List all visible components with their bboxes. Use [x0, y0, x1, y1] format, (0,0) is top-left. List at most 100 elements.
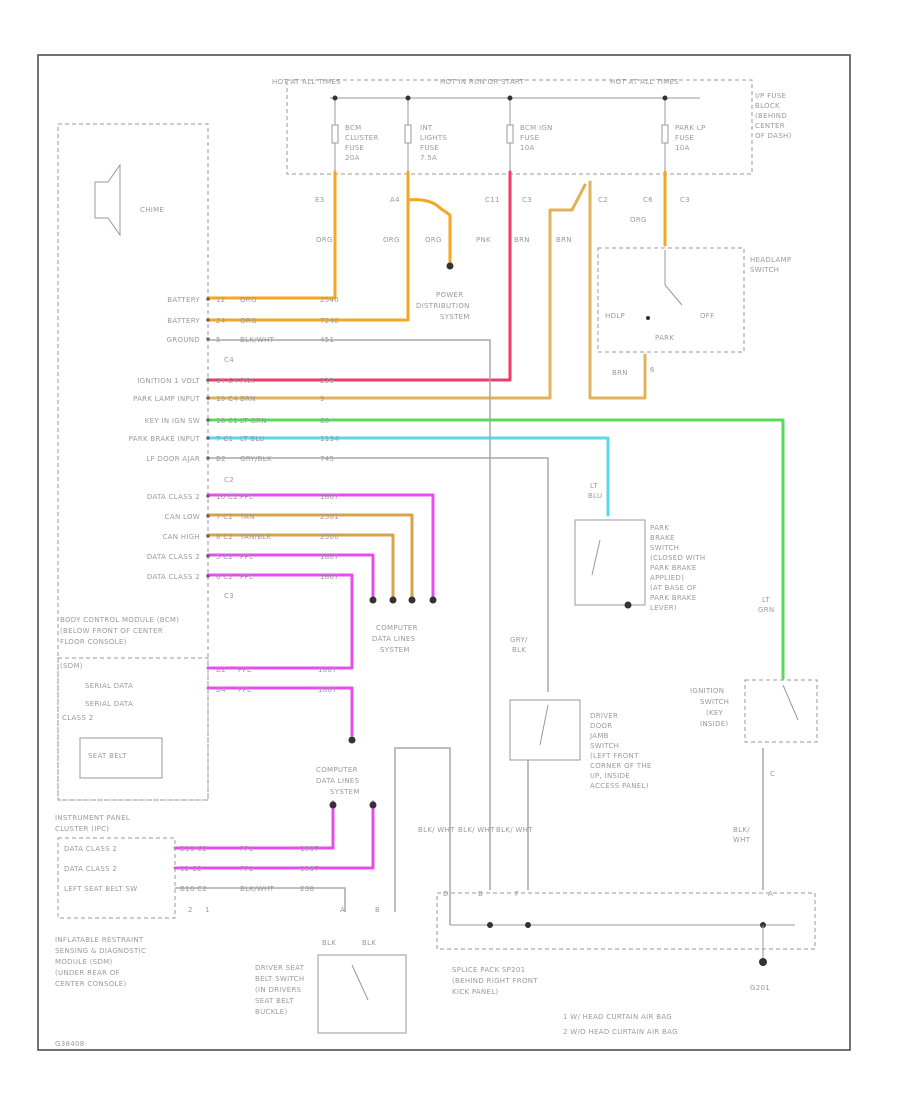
wire-tan-can-low: [206, 513, 414, 600]
wire-label-org4: ORG: [630, 216, 647, 224]
bcm-pin-color-6: LT BLU: [240, 435, 265, 443]
conn-c11: C11: [485, 196, 500, 204]
footer-code: G38408: [55, 1040, 85, 1048]
ground-g201: G201: [750, 984, 770, 992]
bcm-pin-number-1: 24: [216, 317, 226, 325]
wire-ppl-data1: [206, 493, 435, 600]
park-brake-3: SWITCH: [650, 544, 679, 552]
bcm-pin-color-12: PPL: [240, 573, 253, 581]
door-jamb-switch: DRIVER DOOR JAMB SWITCH (LEFT FRONT CORN…: [509, 699, 651, 790]
bcm-pin-number-9: 7 C2: [216, 513, 233, 521]
wire-ppl-data2: [206, 553, 375, 600]
park-brake-1: PARK: [650, 524, 669, 532]
bcm-pin-terminal-5: [206, 418, 210, 422]
sdm-label-4: (UNDER REAR OF: [55, 969, 120, 977]
fuse2-line2: LIGHTS: [420, 134, 447, 142]
sdm-label-2: SENSING & DIAGNOSTIC: [55, 947, 146, 955]
fuse4-line1: PARK LP: [675, 124, 705, 132]
headlamp-pin: 6: [650, 366, 655, 374]
conn-c3b: C3: [680, 196, 690, 204]
hot-all-times-label-2: HOT AT ALL TIMES: [610, 78, 679, 86]
seat-belt-pin-a: A: [340, 906, 345, 914]
fuse3-line2: FUSE: [520, 134, 539, 142]
computer-data-lines-2: COMPUTER DATA LINES SYSTEM: [316, 766, 377, 809]
fuse3-line3: 10A: [520, 144, 535, 152]
wire-ppl-data3: [206, 573, 354, 670]
bcm-conn-c3: C3: [224, 592, 234, 600]
fuse-bcm-cluster: BCM CLUSTER FUSE 20A: [331, 95, 379, 172]
ipc-num-2: 2: [188, 906, 193, 914]
seat-belt-wire-2: BLK: [362, 939, 376, 947]
bcm-pin-color-1: ORG: [240, 317, 257, 325]
bcm-pin-circuit-9: 2501: [320, 513, 339, 521]
bcm-pin-terminal-0: [206, 297, 210, 301]
bcm-conn-c4: C4: [224, 356, 234, 364]
fuse-int-lights: INT LIGHTS FUSE 7.5A: [404, 95, 447, 172]
ipc-row-pin-2: B16 C2: [180, 885, 207, 893]
diagram-frame: [37, 54, 851, 1051]
sdm-label-1: INFLATABLE RESTRAINT: [55, 936, 144, 944]
wire-label-org1: ORG: [316, 236, 333, 244]
fuse-block-outline: [286, 79, 753, 175]
splice-label-1: SPLICE PACK SP201: [452, 966, 525, 974]
conn-e3: E3: [315, 196, 324, 204]
ipc-row-color-2: BLK/WHT: [240, 885, 275, 893]
bcm-pin-number-2: 5: [216, 336, 221, 344]
bcm-pin-label-12: DATA CLASS 2: [147, 573, 200, 581]
wire-org-power-dist: [406, 198, 452, 267]
bcm-pin-terminal-9: [206, 514, 210, 518]
ipc-row-label-2: LEFT SEAT BELT SW: [64, 885, 137, 893]
bcm-pin-terminal-11: [206, 554, 210, 558]
bcm-pin-color-7: GRY/BLK: [240, 455, 272, 463]
park-brake-9: LEVER): [650, 604, 677, 612]
bcm-pin-color-9: TAN: [239, 513, 255, 521]
bcm-pin-number-3: 14 C4: [216, 377, 238, 385]
conn-c6: C6: [643, 196, 653, 204]
fuse1-line1: BCM: [345, 124, 362, 132]
bcm-pin-terminal-8: [206, 494, 210, 498]
ign-switch-1: IGNITION: [690, 687, 724, 695]
bcm-label-2: (BELOW FRONT OF CENTER: [60, 627, 163, 635]
splice-wire-1: BLK/ WHT: [418, 826, 455, 834]
park-brake-8: PARK BRAKE: [650, 594, 696, 602]
bcm-pin-label-5: KEY IN IGN SW: [145, 417, 200, 425]
splice-wire-2: BLK/ WHT: [458, 826, 495, 834]
bcm-pin-number-6: 7 C1: [216, 435, 233, 443]
wire-brn-headlamp: [588, 180, 647, 400]
bcm-pin-terminal-1: [206, 318, 210, 322]
park-brake-switch: PARK BRAKE SWITCH (CLOSED WITH PARK BRAK…: [574, 519, 705, 612]
seat-belt-pin-b: B: [375, 906, 380, 914]
bcm-label-1: BODY CONTROL MODULE (BCM): [60, 616, 179, 624]
bcm-label-3: FLOOR CONSOLE): [60, 638, 127, 646]
bcm-conn-c2: C2: [224, 476, 234, 484]
fuse-block-label-2: BLOCK: [755, 102, 780, 110]
sdm-title: (SDM): [60, 662, 83, 670]
bcm-pin-terminal-2: [206, 337, 210, 341]
ipc-row-circuit-1: 1807: [300, 865, 319, 873]
fuse2-line4: 7.5A: [420, 154, 437, 162]
fuse1-line2: CLUSTER: [345, 134, 379, 142]
wire-label-ltgrn-2: GRN: [758, 606, 774, 614]
ign-pin-c: C: [770, 770, 775, 778]
bcm-pin-number-10: 8 C2: [216, 533, 233, 541]
ipc: INSTRUMENT PANEL CLUSTER (IPC) DATA CLAS…: [55, 814, 319, 919]
headlamp-title-2: SWITCH: [750, 266, 779, 274]
wire-label-brn2: BRN: [556, 236, 572, 244]
bcm-label: BODY CONTROL MODULE (BCM) (BELOW FRONT O…: [60, 616, 179, 646]
wire-label-pnk: PNK: [476, 236, 491, 244]
headlamp-park: PARK: [655, 334, 674, 342]
bcm-pin-label-11: DATA CLASS 2: [147, 553, 200, 561]
splice-pin-a: A: [768, 890, 773, 898]
seat-belt-label-4: SEAT BELT: [255, 997, 294, 1005]
bcm-pin-circuit-2: 451: [320, 336, 334, 344]
bcm-pin-label-7: LF DOOR AJAR: [146, 455, 200, 463]
bcm-pin-color-5: LT GRN: [240, 417, 267, 425]
wire-ppl-ipc2: [173, 800, 375, 870]
bcm-pin-number-5: 18 C1: [216, 417, 238, 425]
sdm-pin1: B2: [216, 666, 226, 674]
bcm-pin-label-0: BATTERY: [167, 296, 200, 304]
wire-blu-park-brake: [206, 436, 610, 517]
ipc-title-2: CLUSTER (IPC): [55, 825, 109, 833]
door-jamb-5: (LEFT FRONT: [590, 752, 639, 760]
